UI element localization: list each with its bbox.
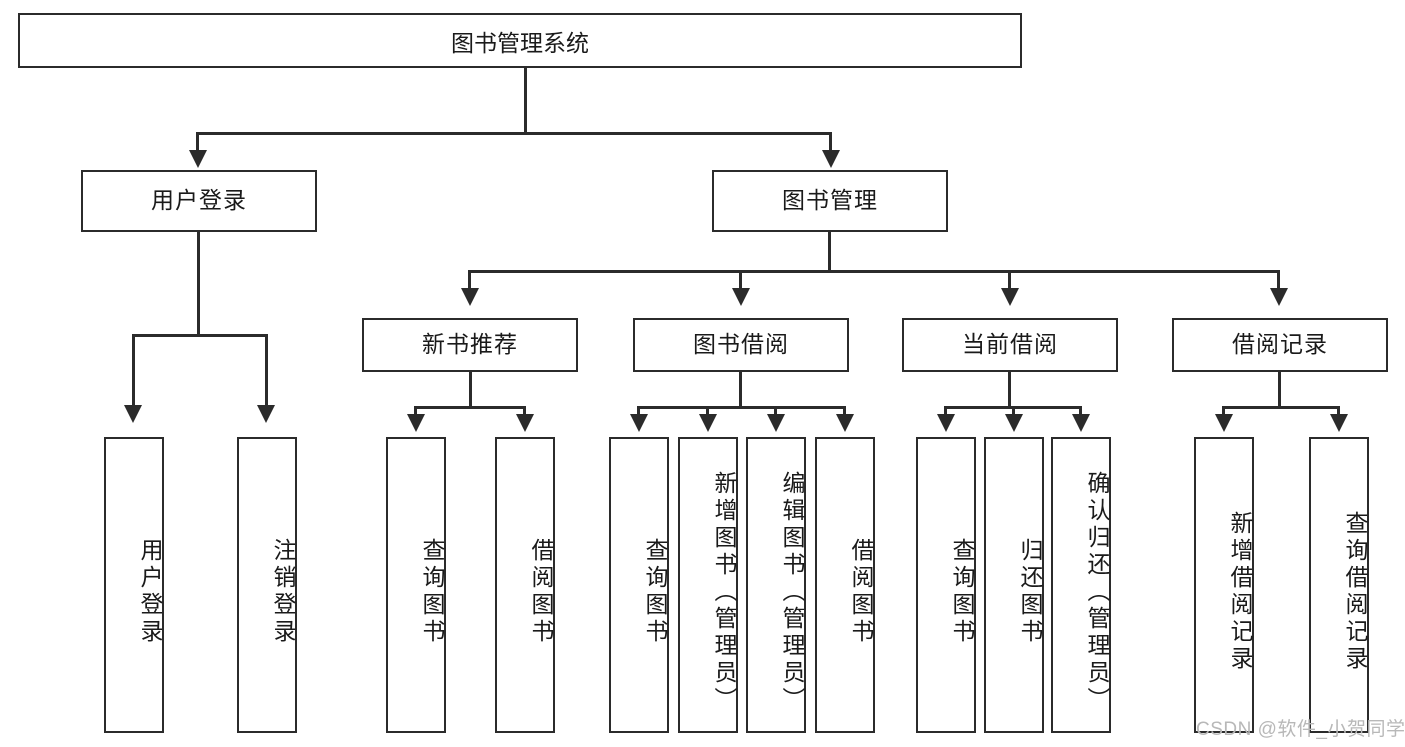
- node-label: 新增借阅记录: [1227, 511, 1253, 673]
- connector-cb-drop-1: [944, 406, 947, 418]
- connector-root-to-book-manage: [829, 132, 832, 154]
- arrowhead-leaf-query-book-1: [407, 414, 425, 432]
- connector-cb-drop-3: [1079, 406, 1082, 418]
- connector-br-drop-2: [1337, 406, 1340, 418]
- connector-user-login-drop-1: [132, 334, 135, 409]
- node-label: 注销登录: [270, 538, 296, 646]
- node-label: 新增图书（管理员）: [711, 470, 737, 714]
- arrowhead-book-borrow: [732, 288, 750, 306]
- leaf-query-record[interactable]: 查询借阅记录: [1309, 437, 1369, 733]
- arrowhead-leaf-add-book: [699, 414, 717, 432]
- node-book-management[interactable]: 图书管理: [712, 170, 948, 232]
- node-label: 图书管理系统: [451, 29, 589, 56]
- connector-root-to-user-login: [196, 132, 199, 154]
- connector-bb-drop-2: [706, 406, 709, 418]
- connector-bb-drop-3: [774, 406, 777, 418]
- leaf-add-book[interactable]: 新增图书（管理员）: [678, 437, 738, 733]
- node-label: 归还图书: [1017, 538, 1043, 646]
- node-user-login[interactable]: 用户登录: [81, 170, 317, 232]
- leaf-logout-login[interactable]: 注销登录: [237, 437, 297, 733]
- leaf-edit-book[interactable]: 编辑图书（管理员）: [746, 437, 806, 733]
- connector-br-bar: [1222, 406, 1340, 409]
- connector-bb-bar: [637, 406, 846, 409]
- node-label: 查询图书: [419, 538, 445, 646]
- node-label: 图书管理: [782, 187, 878, 214]
- arrowhead-borrow-record: [1270, 288, 1288, 306]
- connector-bb-drop-1: [637, 406, 640, 418]
- arrowhead-leaf-user-login: [124, 405, 142, 423]
- node-label: 查询图书: [949, 538, 975, 646]
- leaf-add-record[interactable]: 新增借阅记录: [1194, 437, 1254, 733]
- arrowhead-leaf-query-book-3: [937, 414, 955, 432]
- arrowhead-user-login: [189, 150, 207, 168]
- node-label: 确认归还（管理员）: [1084, 470, 1110, 714]
- connector-nbr-bar: [414, 406, 526, 409]
- arrowhead-leaf-return-book: [1005, 414, 1023, 432]
- node-label: 当前借阅: [962, 331, 1058, 358]
- connector-cb-drop-2: [1012, 406, 1015, 418]
- connector-user-login-bar: [132, 334, 268, 337]
- connector-book-manage-stem: [828, 232, 831, 272]
- node-label: 查询借阅记录: [1342, 511, 1368, 673]
- leaf-query-book-1[interactable]: 查询图书: [386, 437, 446, 733]
- leaf-borrow-book-2[interactable]: 借阅图书: [815, 437, 875, 733]
- arrowhead-current-borrow: [1001, 288, 1019, 306]
- connector-book-manage-bar: [468, 270, 1280, 273]
- connector-nbr-drop-1: [414, 406, 417, 418]
- node-new-book-recommend[interactable]: 新书推荐: [362, 318, 578, 372]
- connector-root-stem: [524, 68, 527, 134]
- connector-bm-drop-4: [1277, 270, 1280, 292]
- arrowhead-book-manage: [822, 150, 840, 168]
- arrowhead-leaf-query-book-2: [630, 414, 648, 432]
- connector-root-bar: [196, 132, 832, 135]
- arrowhead-leaf-borrow-book-1: [516, 414, 534, 432]
- node-current-borrow[interactable]: 当前借阅: [902, 318, 1118, 372]
- connector-nbr-stem: [469, 372, 472, 408]
- connector-nbr-drop-2: [523, 406, 526, 418]
- connector-user-login-drop-2: [265, 334, 268, 409]
- connector-bm-drop-1: [468, 270, 471, 292]
- node-label: 用户登录: [151, 187, 247, 214]
- node-root-book-management-system[interactable]: 图书管理系统: [18, 13, 1022, 68]
- connector-br-drop-1: [1222, 406, 1225, 418]
- connector-bb-drop-4: [843, 406, 846, 418]
- arrowhead-leaf-confirm-return: [1072, 414, 1090, 432]
- node-label: 借阅记录: [1232, 331, 1328, 358]
- node-book-borrow[interactable]: 图书借阅: [633, 318, 849, 372]
- leaf-query-book-2[interactable]: 查询图书: [609, 437, 669, 733]
- arrowhead-leaf-edit-book: [767, 414, 785, 432]
- connector-br-stem: [1278, 372, 1281, 408]
- csdn-watermark: CSDN @软件_小贺同学: [1196, 719, 1405, 740]
- arrowhead-leaf-logout-login: [257, 405, 275, 423]
- node-borrow-record[interactable]: 借阅记录: [1172, 318, 1388, 372]
- arrowhead-leaf-query-record: [1330, 414, 1348, 432]
- connector-bm-drop-3: [1008, 270, 1011, 292]
- connector-bm-drop-2: [739, 270, 742, 292]
- node-label: 查询图书: [642, 538, 668, 646]
- arrowhead-leaf-borrow-book-2: [836, 414, 854, 432]
- arrowhead-leaf-add-record: [1215, 414, 1233, 432]
- leaf-confirm-return[interactable]: 确认归还（管理员）: [1051, 437, 1111, 733]
- arrowhead-new-book-recommend: [461, 288, 479, 306]
- leaf-user-login[interactable]: 用户登录: [104, 437, 164, 733]
- connector-cb-stem: [1008, 372, 1011, 408]
- leaf-borrow-book-1[interactable]: 借阅图书: [495, 437, 555, 733]
- node-label: 图书借阅: [693, 331, 789, 358]
- leaf-query-book-3[interactable]: 查询图书: [916, 437, 976, 733]
- node-label: 用户登录: [137, 538, 163, 646]
- node-label: 新书推荐: [422, 331, 518, 358]
- connector-user-login-stem: [197, 232, 200, 336]
- node-label: 借阅图书: [848, 538, 874, 646]
- leaf-return-book[interactable]: 归还图书: [984, 437, 1044, 733]
- node-label: 借阅图书: [528, 538, 554, 646]
- connector-bb-stem: [739, 372, 742, 408]
- node-label: 编辑图书（管理员）: [779, 470, 805, 714]
